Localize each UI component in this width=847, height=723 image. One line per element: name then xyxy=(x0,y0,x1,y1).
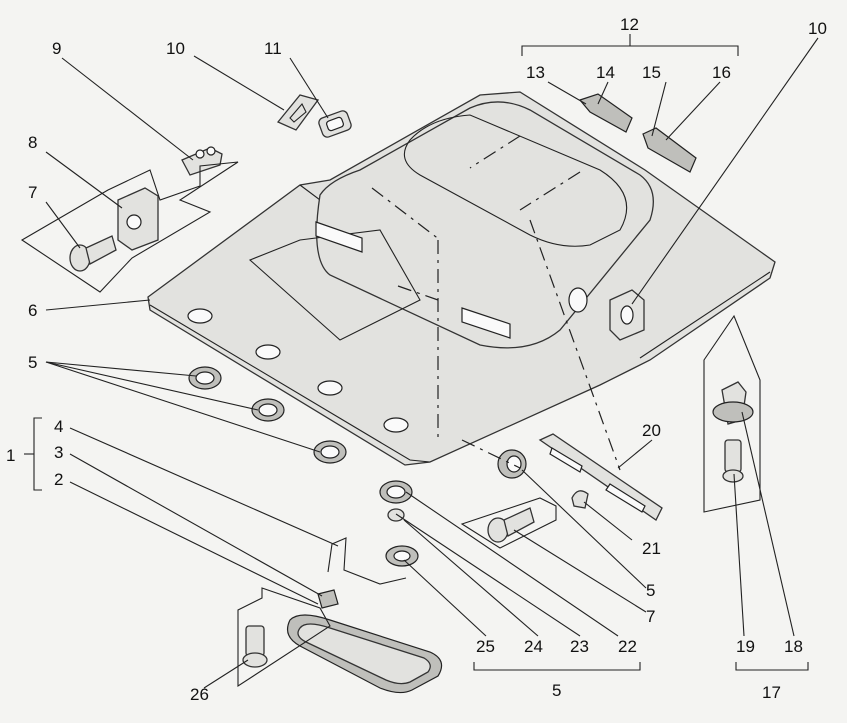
label-20: 20 xyxy=(642,421,661,440)
parts-5-grommets xyxy=(188,366,527,504)
label-14: 14 xyxy=(596,63,615,82)
headliner-panel xyxy=(147,91,776,466)
group-brackets xyxy=(24,34,809,671)
label-7-right: 7 xyxy=(646,607,655,626)
label-5-right: 5 xyxy=(646,581,655,600)
label-26: 26 xyxy=(190,685,209,704)
label-22: 22 xyxy=(618,637,637,656)
handle-pad xyxy=(287,614,443,694)
label-17: 17 xyxy=(762,683,781,702)
label-11: 11 xyxy=(264,39,282,58)
label-9: 9 xyxy=(52,39,61,58)
label-16: 16 xyxy=(712,63,731,82)
part-7-screw-right xyxy=(487,507,535,543)
part-10-right-pad xyxy=(609,289,645,341)
label-5-group: 5 xyxy=(552,681,561,700)
label-19: 19 xyxy=(736,637,755,656)
part-7-screw-left xyxy=(69,235,117,272)
part-9-clip xyxy=(181,146,223,176)
part-21-cap xyxy=(571,490,589,509)
install-outlines xyxy=(20,161,761,688)
label-6: 6 xyxy=(28,301,37,320)
part-20-strip xyxy=(538,433,663,521)
label-4: 4 xyxy=(54,417,63,436)
label-2: 2 xyxy=(54,470,63,489)
part-11-frame xyxy=(318,110,352,138)
label-18: 18 xyxy=(784,637,803,656)
label-3: 3 xyxy=(54,443,63,462)
part-26-screw xyxy=(242,625,268,668)
label-15: 15 xyxy=(642,63,661,82)
label-13: 13 xyxy=(526,63,545,82)
parts-13-16-visors xyxy=(578,93,697,173)
label-8: 8 xyxy=(28,133,37,152)
parts-23-25-washers xyxy=(385,508,419,567)
assembly-axes xyxy=(371,135,621,471)
label-23: 23 xyxy=(570,637,589,656)
label-21: 21 xyxy=(642,539,661,558)
label-7-left: 7 xyxy=(28,183,37,202)
part-8-bracket xyxy=(117,187,159,251)
callout-labels: 1 2 3 4 5 5 5 6 7 7 8 9 10 10 11 12 13 1… xyxy=(6,15,827,704)
label-25: 25 xyxy=(476,637,495,656)
panel-openings xyxy=(187,221,588,433)
part-10-left-pad xyxy=(276,94,320,131)
label-5-left: 5 xyxy=(28,353,37,372)
parts-2-4-rod-and-clip xyxy=(317,537,407,609)
label-10-right: 10 xyxy=(808,19,827,38)
label-12: 12 xyxy=(620,15,639,34)
label-10-left: 10 xyxy=(166,39,185,58)
label-24: 24 xyxy=(524,637,543,656)
leader-lines xyxy=(45,37,819,689)
parts-18-19-fastener xyxy=(712,381,754,483)
label-1: 1 xyxy=(6,446,15,465)
